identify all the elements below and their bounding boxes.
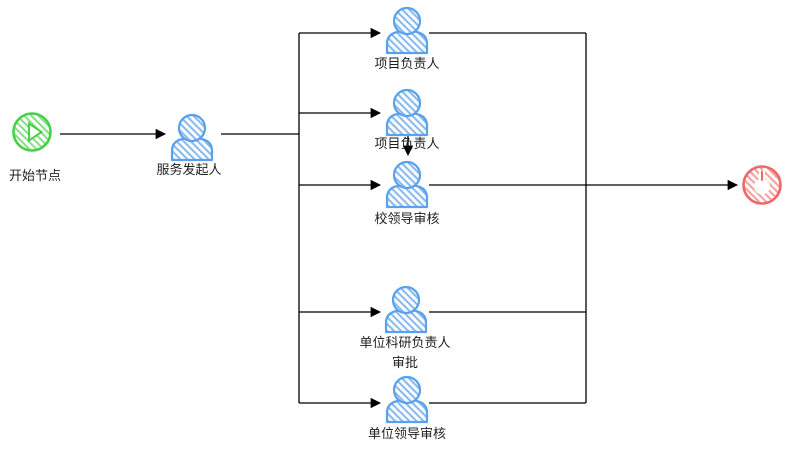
initiator-node-label: 服务发起人 xyxy=(156,162,222,177)
task-node-3[interactable] xyxy=(385,160,429,209)
power-icon xyxy=(754,170,770,195)
start-node-label: 开始节点 xyxy=(8,168,61,183)
play-icon xyxy=(28,121,44,143)
task-node-4[interactable] xyxy=(384,285,428,334)
person-icon xyxy=(384,285,428,334)
person-icon xyxy=(170,113,214,162)
task-node-2[interactable] xyxy=(385,88,429,137)
task5-node-label: 单位领导审核 xyxy=(367,426,446,441)
task1-node-label: 项目负责人 xyxy=(374,56,440,71)
end-event-node[interactable] xyxy=(742,165,782,205)
person-icon xyxy=(385,160,429,209)
start-event-node[interactable] xyxy=(12,112,52,152)
task2-node-label: 项目负责人 xyxy=(374,136,440,151)
person-icon xyxy=(385,6,429,55)
task-node-initiator[interactable] xyxy=(170,113,214,162)
person-icon xyxy=(385,88,429,137)
task-node-1[interactable] xyxy=(385,6,429,55)
person-icon xyxy=(385,375,429,424)
task4-node-label: 单位科研负责人 审批 xyxy=(359,335,451,370)
task-node-5[interactable] xyxy=(385,375,429,424)
task3-node-label: 校领导审核 xyxy=(374,211,440,226)
